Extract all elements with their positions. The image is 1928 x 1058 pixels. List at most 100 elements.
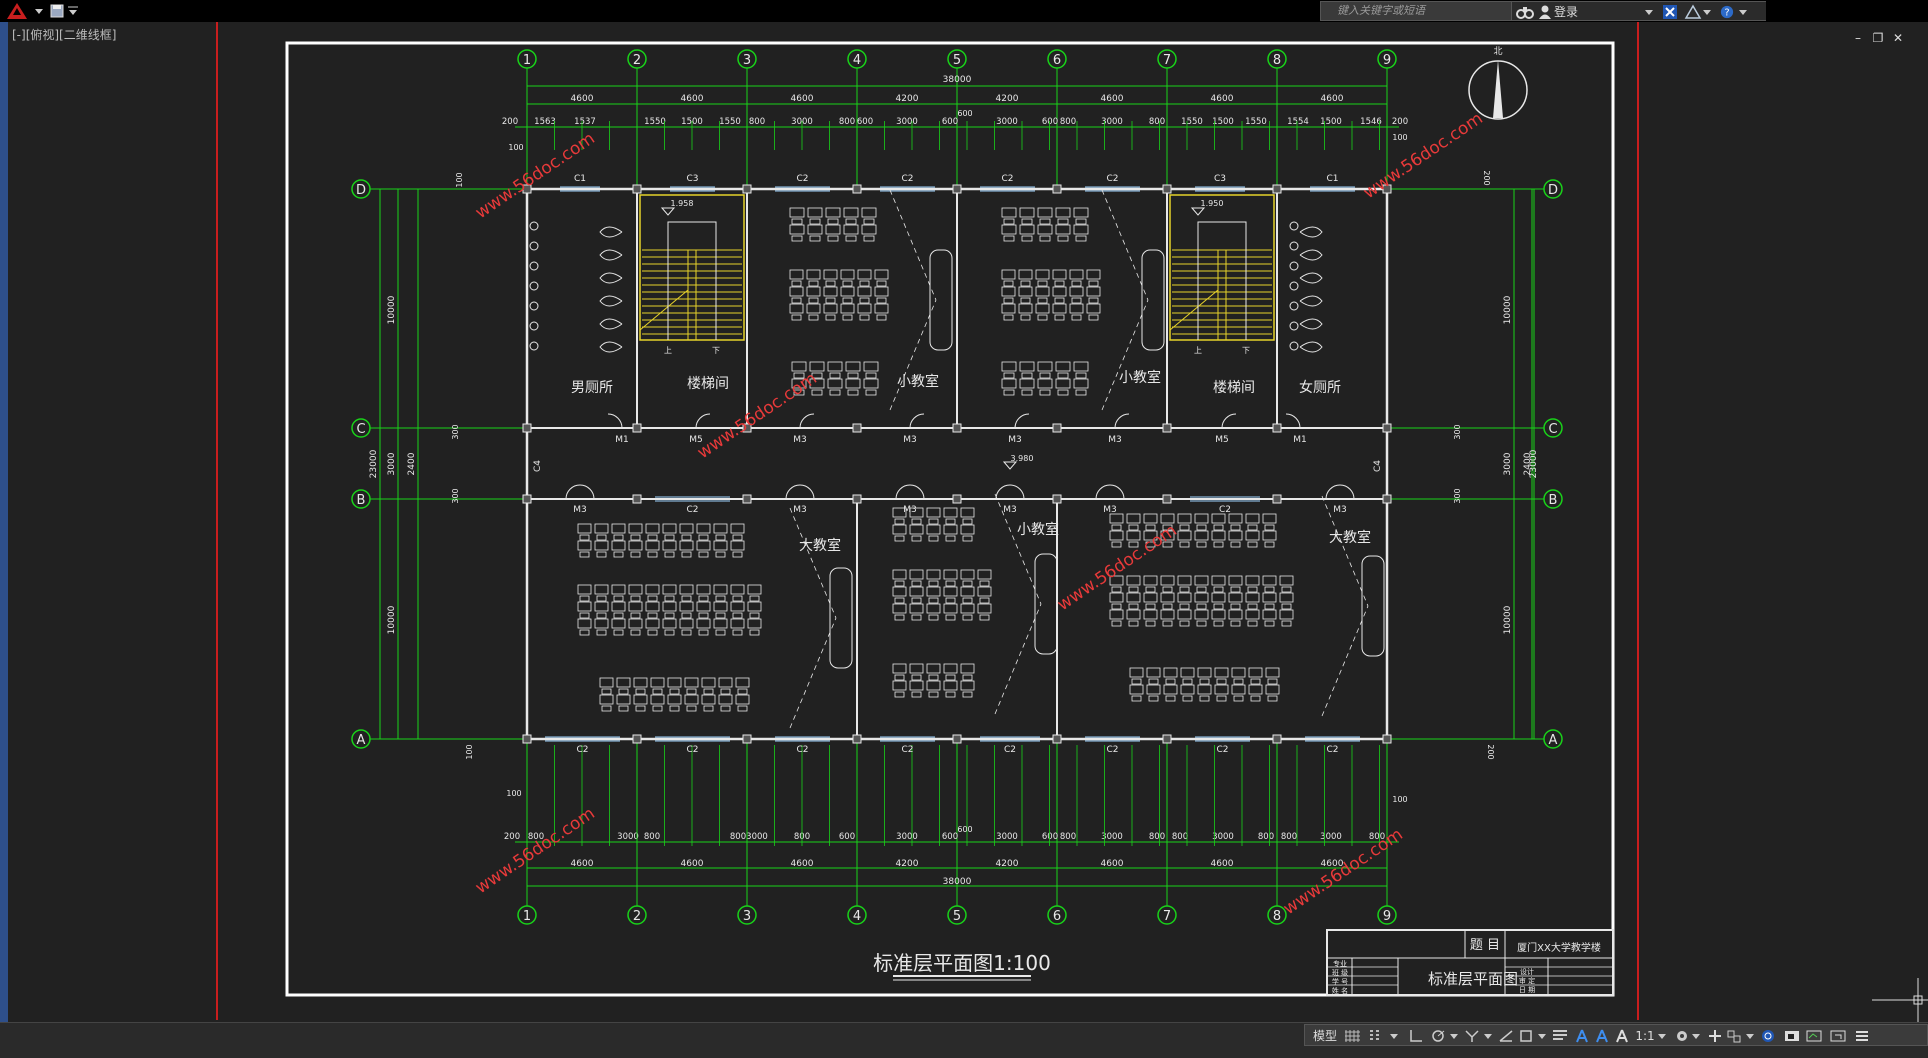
title-block-drawing-name: 标准层平面图 bbox=[1428, 970, 1518, 988]
dim-detail-top: 1550 bbox=[644, 117, 666, 127]
desk bbox=[943, 663, 958, 674]
binoculars-icon[interactable] bbox=[1516, 4, 1534, 20]
annotation-scale-value[interactable]: 1:1 bbox=[1635, 1029, 1655, 1043]
snap-icon[interactable] bbox=[1367, 1028, 1387, 1044]
app-menu-dropdown-icon[interactable] bbox=[30, 2, 48, 20]
grid-icon[interactable] bbox=[1343, 1028, 1363, 1044]
clean-screen-icon[interactable] bbox=[1805, 1028, 1823, 1044]
chair bbox=[664, 534, 675, 541]
column bbox=[1382, 184, 1392, 194]
fullscreen-icon[interactable] bbox=[1829, 1028, 1847, 1044]
a360-icon[interactable] bbox=[1684, 4, 1702, 20]
scale-dropdown-icon[interactable] bbox=[1657, 1028, 1667, 1044]
polar-icon[interactable] bbox=[1429, 1028, 1447, 1044]
workspace-gear-icon[interactable] bbox=[1673, 1028, 1691, 1044]
desk bbox=[1177, 592, 1192, 603]
osnap-track-icon[interactable] bbox=[1497, 1028, 1515, 1044]
desk bbox=[1180, 684, 1195, 695]
desk bbox=[892, 663, 907, 674]
isodraft-icon[interactable] bbox=[1463, 1028, 1481, 1044]
isodraft-dropdown-icon[interactable] bbox=[1483, 1028, 1493, 1044]
status-toolbar: 模型 1:1 bbox=[1304, 1024, 1928, 1046]
stair-outline bbox=[639, 194, 745, 341]
login-label[interactable]: 登录 bbox=[1554, 5, 1579, 19]
desk bbox=[863, 378, 879, 389]
chair bbox=[1165, 695, 1176, 702]
save-icon[interactable] bbox=[48, 2, 66, 20]
autocad-logo-icon[interactable] bbox=[6, 2, 28, 20]
column bbox=[1162, 494, 1172, 504]
desk bbox=[1055, 207, 1071, 218]
hardware-acceleration-icon[interactable] bbox=[1759, 1028, 1777, 1044]
annotation-scale-icon[interactable] bbox=[1613, 1028, 1631, 1044]
snap-dropdown-icon[interactable] bbox=[1389, 1028, 1399, 1044]
help-icon[interactable]: ? bbox=[1720, 4, 1734, 20]
quick-access-dropdown-icon[interactable] bbox=[64, 2, 82, 20]
search-input[interactable]: 键入关键字或短语 bbox=[1320, 1, 1512, 21]
isolate-objects-icon[interactable] bbox=[1783, 1028, 1801, 1044]
restore-icon[interactable]: ❐ bbox=[1872, 31, 1884, 45]
chair bbox=[630, 629, 641, 636]
chair bbox=[1054, 280, 1065, 287]
user-icon[interactable] bbox=[1538, 4, 1552, 20]
window-tag: C2 bbox=[1216, 745, 1228, 755]
chair bbox=[1247, 603, 1258, 610]
desk bbox=[594, 618, 609, 629]
chair bbox=[1250, 678, 1261, 685]
title-block-small-label: 设计 bbox=[1520, 967, 1534, 976]
desk bbox=[909, 663, 924, 674]
annotation-visibility-icon[interactable] bbox=[1573, 1028, 1591, 1044]
title-block-small-label: 审 定 bbox=[1519, 976, 1535, 985]
dim-detail-bottom: 3000 bbox=[1320, 832, 1342, 842]
ortho-icon[interactable] bbox=[1407, 1028, 1425, 1044]
desk bbox=[1073, 378, 1089, 389]
chair bbox=[681, 595, 692, 602]
object-snap-dropdown-icon[interactable] bbox=[1537, 1028, 1547, 1044]
viewport-controls-label[interactable]: [-][俯视][二维线框] bbox=[12, 28, 117, 42]
toilet-fixture bbox=[1299, 295, 1323, 307]
units-dropdown-icon[interactable] bbox=[1745, 1028, 1755, 1044]
customize-menu-icon[interactable] bbox=[1853, 1028, 1871, 1044]
dim-span-top: 4600 bbox=[1101, 94, 1124, 104]
desk bbox=[1262, 575, 1277, 586]
door-swing bbox=[909, 413, 925, 429]
login-dropdown-icon[interactable] bbox=[1644, 4, 1654, 20]
podium bbox=[929, 249, 953, 351]
chair bbox=[793, 389, 805, 396]
dim-small: 600 bbox=[957, 109, 972, 118]
drawing-title-text: 标准层平面图1:100 bbox=[873, 951, 1051, 975]
dim-detail-top: 200 bbox=[1392, 117, 1408, 127]
elevation-triangle bbox=[1002, 461, 1018, 470]
model-tab[interactable]: 模型 bbox=[1312, 1029, 1337, 1043]
dim-detail-top: 800 bbox=[749, 117, 765, 127]
close-icon[interactable]: ✕ bbox=[1892, 31, 1904, 45]
chair bbox=[1128, 586, 1139, 593]
desk bbox=[628, 584, 643, 595]
desk bbox=[1262, 592, 1277, 603]
auto-scale-icon[interactable] bbox=[1593, 1028, 1611, 1044]
plus-icon[interactable] bbox=[1707, 1028, 1723, 1044]
desk bbox=[909, 603, 924, 614]
dim-span-top: 4600 bbox=[681, 94, 704, 104]
chair bbox=[1145, 620, 1156, 627]
podium bbox=[1141, 249, 1165, 351]
dim-detail-bottom: 200 bbox=[504, 832, 520, 842]
workspace-dropdown-icon[interactable] bbox=[1691, 1028, 1701, 1044]
polar-dropdown-icon[interactable] bbox=[1449, 1028, 1459, 1044]
units-icon[interactable] bbox=[1725, 1028, 1743, 1044]
exchange-apps-icon[interactable] bbox=[1662, 4, 1678, 20]
help-dropdown-icon[interactable] bbox=[1738, 4, 1748, 20]
lineweight-icon[interactable] bbox=[1551, 1028, 1569, 1044]
axis-bubble-7-bottom: 7 bbox=[1157, 905, 1177, 925]
a360-dropdown-icon[interactable] bbox=[1702, 4, 1712, 20]
minimize-icon[interactable]: – bbox=[1855, 31, 1861, 45]
object-snap-icon[interactable] bbox=[1517, 1028, 1535, 1044]
desk bbox=[1055, 224, 1071, 235]
desk bbox=[1035, 286, 1050, 297]
chair bbox=[1148, 695, 1159, 702]
chair bbox=[681, 612, 692, 619]
chair bbox=[1250, 695, 1261, 702]
axis-label: 2 bbox=[633, 909, 641, 924]
dim-small: 200 bbox=[1482, 170, 1491, 185]
